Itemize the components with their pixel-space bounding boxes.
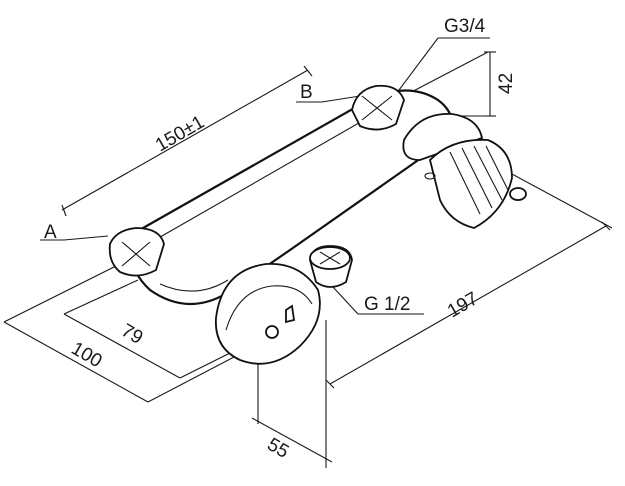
- thermostatic-handle: [402, 113, 527, 229]
- label-b: B: [300, 82, 313, 103]
- label-150: 150±1: [152, 112, 208, 157]
- flow-handle: [215, 263, 321, 365]
- label-197: 197: [444, 288, 482, 322]
- label-g34: G3/4: [444, 16, 486, 37]
- label-g12: G 1/2: [364, 294, 410, 315]
- inlet-nut-b: [351, 84, 405, 131]
- label-55: 55: [264, 434, 293, 463]
- label-42: 42: [496, 73, 517, 94]
- label-a: A: [44, 222, 57, 243]
- label-79: 79: [118, 320, 147, 349]
- label-100: 100: [68, 338, 106, 372]
- inlet-nut-a: [108, 227, 165, 277]
- outlet-g12: [309, 245, 353, 288]
